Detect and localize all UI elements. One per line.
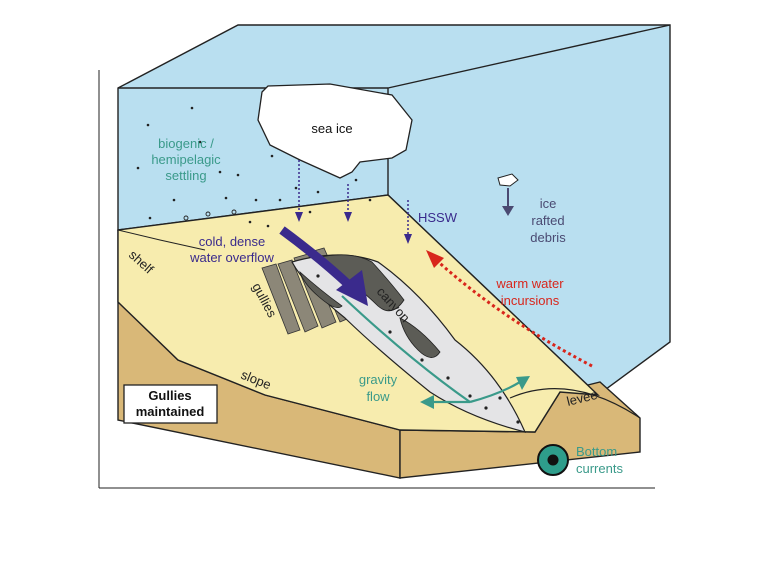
status-box-line-1: Gullies [148,388,191,403]
biogenic-label-2: hemipelagic [151,152,221,167]
gully [277,259,319,333]
overflow-arrow-shaft [279,226,354,290]
ice-rafted-label-3: debris [530,230,566,245]
sediment-dot [316,274,320,278]
status-box [123,384,218,424]
water-top-right-edge [387,24,671,89]
sediment-dot [468,394,472,398]
levee-ridge [509,388,641,419]
legend-bottom-currents: Bottom currents [537,444,623,476]
sea-ice [257,83,413,179]
overflow-arrow-head [336,270,368,306]
status-box-line-2: maintained [136,404,205,419]
legend-label-2: currents [576,461,623,476]
gravity-label-2: flow [366,389,390,404]
warm-water-arrow-head [426,250,444,268]
gully [261,263,301,335]
sediment-dot [498,396,502,400]
biogenic-label-3: settling [165,168,206,183]
hssw-label: HSSW [418,210,458,225]
warm-water-arrow [432,256,593,368]
cold-dense-label-1: cold, dense [199,234,266,249]
gravity-flow-arrows [341,295,530,409]
sediment-dot [420,358,424,362]
sediment-dot [484,406,488,410]
canyon-wall-lower [399,317,441,358]
sediment-dot [388,330,392,334]
warm-water-label-1: warm water [495,276,564,291]
sediment-dot [446,376,450,380]
cold-dense-label-2: water overflow [189,250,274,265]
biogenic-particles [136,106,372,228]
ice-rafted-arrow-head [502,206,514,216]
levee-label: levee [565,387,599,409]
shelf-break [117,229,206,251]
canyon-floor [291,254,527,433]
sediment-dot [516,420,520,424]
biogenic-label-1: biogenic / [158,136,214,151]
ice-floe [497,173,519,187]
bottom-current-symbol-core [547,454,559,466]
canyon-wall-left [299,270,343,309]
ice-rafted-label-1: ice [540,196,557,211]
legend-label-1: Bottom [576,444,617,459]
gravity-label-1: gravity [359,372,398,387]
sea-ice-label: sea ice [311,121,352,136]
settling-arrows [295,160,412,244]
warm-water-label-2: incursions [501,293,560,308]
ice-rafted-label-2: rafted [531,213,564,228]
